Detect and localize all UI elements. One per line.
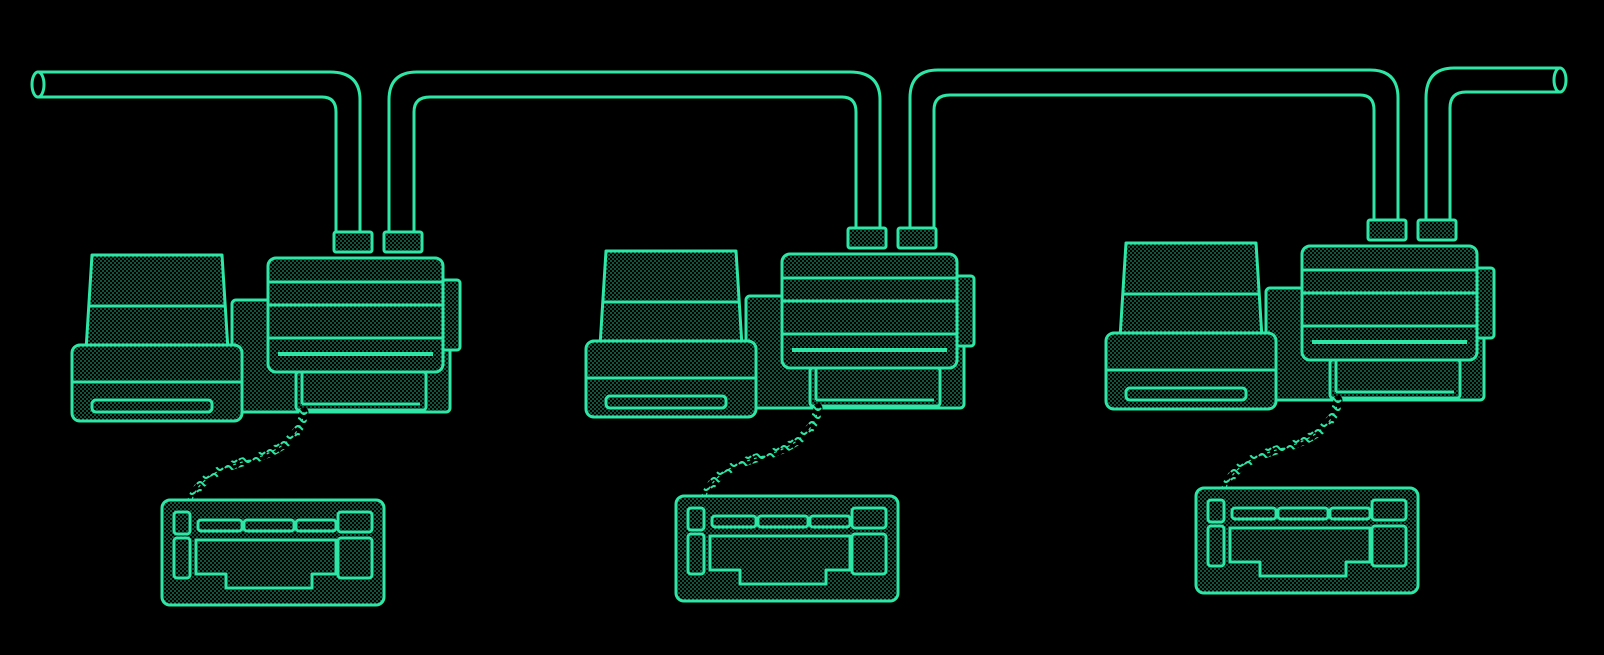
cable-connector-in: [332, 230, 374, 254]
cable-connector-out: [382, 230, 424, 254]
cable-segment-1-2: [387, 70, 882, 234]
cable-end-cap-right: [1552, 66, 1568, 94]
cable-segment-left-end: [30, 70, 362, 234]
cable-end-cap-left: [30, 70, 46, 99]
cable-segment-2-3: [908, 68, 1400, 230]
workstation-3: [1106, 220, 1494, 593]
keyboard-cord: [187, 407, 309, 505]
network-cable: [30, 66, 1568, 234]
workstation-2: [586, 228, 974, 601]
keyboard: [160, 498, 386, 607]
main-unit: [266, 256, 462, 412]
drive-slot: [90, 398, 214, 414]
drive-unit: [70, 253, 244, 423]
workstation-1: [70, 230, 462, 607]
cable-segment-right-end: [1424, 66, 1568, 222]
